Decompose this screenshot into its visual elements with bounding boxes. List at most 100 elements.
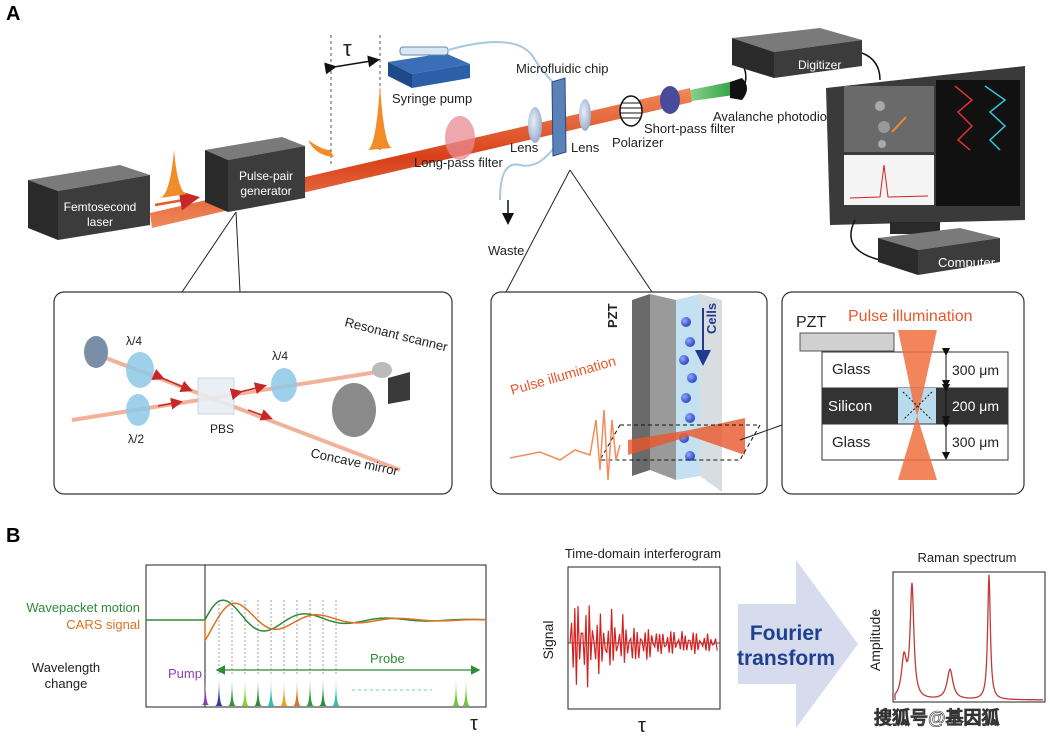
short-pass-filter bbox=[660, 86, 680, 114]
thickness-mid-label: 200 μm bbox=[952, 398, 999, 414]
polarizer bbox=[619, 95, 643, 127]
silicon-wall bbox=[650, 294, 676, 480]
pulse-pair-label-1: Pulse-pair bbox=[239, 169, 293, 183]
probe-pulses bbox=[215, 676, 470, 706]
raman-frame bbox=[892, 571, 1046, 703]
cars-signal-label: CARS signal bbox=[66, 617, 140, 632]
fourier-label-2: transform bbox=[737, 647, 835, 670]
zoom-line-2 bbox=[235, 211, 241, 293]
beam-direction-arrow bbox=[154, 190, 200, 211]
probe-pulse bbox=[462, 676, 470, 706]
probe-pulse bbox=[293, 676, 301, 706]
signal-axis-label: Signal bbox=[540, 621, 556, 660]
half-wave-label: λ/2 bbox=[128, 432, 144, 446]
raman-title: Raman spectrum bbox=[918, 550, 1017, 565]
microfluidic-chip-label: Microfluidic chip bbox=[516, 61, 608, 76]
probe-pulse bbox=[452, 676, 460, 706]
focused-beam bbox=[628, 418, 745, 455]
wavepacket-plot-frame bbox=[145, 564, 487, 708]
silicon-label: Silicon bbox=[828, 398, 872, 415]
femtosecond-laser-label-1: Femtosecond bbox=[64, 200, 137, 214]
probe-pulse bbox=[254, 676, 262, 706]
microfluidic-chip bbox=[551, 77, 567, 157]
thickness-top-label: 300 μm bbox=[952, 362, 999, 378]
digitizer-label: Digitizer bbox=[798, 58, 841, 72]
quarter-wave-plate-1 bbox=[126, 352, 154, 388]
cross-pzt-block bbox=[799, 332, 895, 352]
resonant-scanner-body bbox=[388, 372, 410, 404]
half-wave-plate bbox=[126, 394, 150, 426]
fourier-transform-arrow bbox=[738, 560, 858, 728]
pump-label: Pump bbox=[168, 666, 202, 681]
femtosecond-laser-box: Femtosecond laser bbox=[28, 165, 150, 240]
focal-plane bbox=[599, 424, 761, 461]
tau-interval-arrow bbox=[324, 55, 380, 75]
fourier-label-1: Fourier bbox=[750, 622, 822, 645]
quarter-wave-plate-2 bbox=[271, 368, 297, 402]
cross-pzt-label: PZT bbox=[796, 314, 826, 331]
resonant-scanner-mirror bbox=[372, 362, 392, 378]
digitizer-box: Digitizer bbox=[732, 28, 862, 78]
cross-pulse-illumination-label: Pulse illumination bbox=[848, 308, 973, 325]
zoom-line-1 bbox=[181, 211, 237, 293]
beam-edge-2 bbox=[902, 391, 933, 421]
quarter-wave-2-label: λ/4 bbox=[272, 349, 288, 363]
amplitude-axis-label: Amplitude bbox=[867, 609, 883, 671]
avalanche-photodiode-label: Avalanche photodioide bbox=[713, 109, 844, 124]
concave-mirror bbox=[332, 383, 376, 437]
polarizer-label: Polarizer bbox=[612, 135, 664, 150]
inset1-arrow-3 bbox=[157, 397, 183, 410]
wavelength-change-label-1: Wavelength bbox=[32, 660, 100, 675]
syringe-pump-label: Syringe pump bbox=[392, 91, 472, 106]
femtosecond-laser-label-2: laser bbox=[87, 215, 113, 229]
probe-pulse bbox=[241, 676, 249, 706]
zoom-line-4 bbox=[569, 169, 653, 293]
waste-label: Waste bbox=[488, 243, 524, 258]
panel-label-a: A bbox=[6, 3, 20, 25]
glass-top-label: Glass bbox=[832, 361, 870, 378]
probe-pulse bbox=[332, 676, 340, 706]
pulse-pair-generator-box: Pulse-pair generator bbox=[205, 137, 305, 212]
tau-axis-2-label: τ bbox=[638, 715, 646, 737]
cells-label: Cells bbox=[704, 303, 719, 334]
zoom-line-3 bbox=[505, 169, 571, 293]
probe-label: Probe bbox=[370, 651, 405, 666]
pulse-b-icon bbox=[368, 85, 392, 150]
pump-pulse bbox=[202, 680, 209, 705]
lens-left-label: Lens bbox=[510, 140, 539, 155]
single-pulse-icon bbox=[160, 150, 188, 198]
inset1-arrow-2 bbox=[229, 382, 267, 401]
computer-label: Computer bbox=[938, 255, 996, 270]
filtered-green-beam bbox=[690, 80, 741, 101]
long-pass-filter-label: Long-pass filter bbox=[414, 155, 504, 170]
computer-tower: Computer bbox=[878, 228, 1000, 275]
computer-monitor bbox=[826, 66, 1025, 261]
pulse-a-icon bbox=[308, 140, 334, 157]
probe-pulse bbox=[228, 676, 236, 706]
lens-right bbox=[579, 99, 591, 131]
lens-right-label: Lens bbox=[571, 140, 600, 155]
wavepacket-motion-label: Wavepacket motion bbox=[26, 600, 140, 615]
interferogram-title: Time-domain interferogram bbox=[565, 546, 721, 561]
avalanche-photodiode bbox=[730, 78, 747, 100]
pzt-plate bbox=[632, 294, 650, 476]
probe-pulse bbox=[267, 676, 275, 706]
digitizer-cable bbox=[861, 52, 881, 81]
inset-chip-frame bbox=[490, 291, 768, 495]
tau-axis-label: τ bbox=[470, 713, 478, 735]
probe-pulse bbox=[306, 676, 314, 706]
cross-beam bbox=[898, 330, 937, 480]
short-pass-filter-label: Short-pass filter bbox=[644, 121, 736, 136]
long-pass-filter bbox=[445, 116, 475, 160]
zoom-line-5 bbox=[739, 424, 783, 441]
watermark-text: 搜狐号@基因狐 bbox=[874, 707, 1000, 728]
cars-signal-curve bbox=[204, 602, 487, 644]
probe-timing-guides bbox=[218, 600, 337, 676]
wavelength-change-label-2: change bbox=[45, 676, 88, 691]
probe-pulse bbox=[215, 676, 223, 706]
pbs-cube bbox=[197, 377, 235, 415]
interferogram-trace bbox=[569, 605, 718, 688]
pbs-label: PBS bbox=[210, 422, 234, 436]
chip-pzt-label: PZT bbox=[605, 303, 620, 328]
